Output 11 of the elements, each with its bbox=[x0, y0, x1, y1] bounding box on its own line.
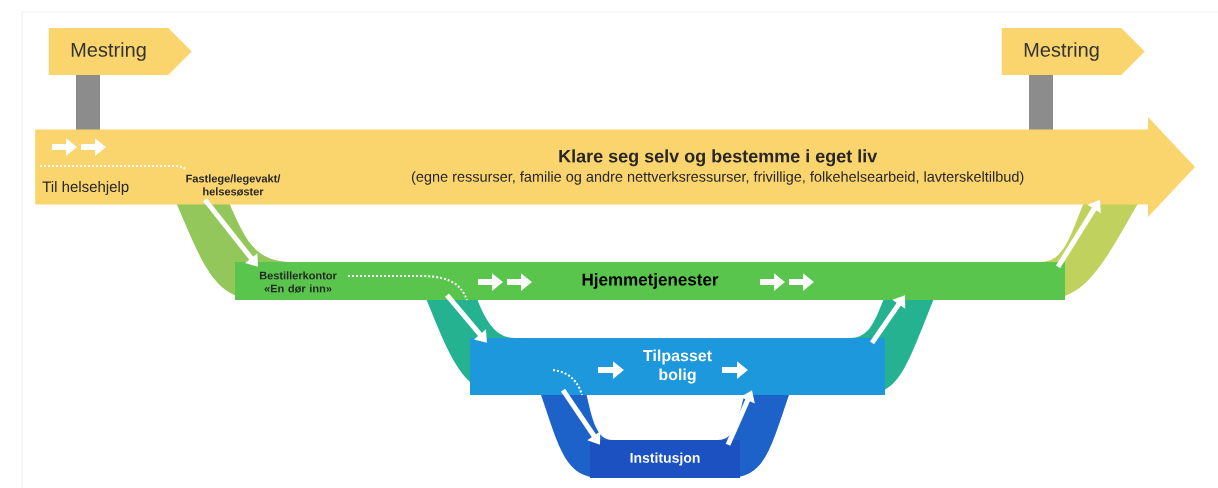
label-text: Bestillerkontor «En dør inn» bbox=[259, 271, 337, 293]
flow-band: Tilpasset bolig bbox=[470, 338, 885, 395]
arrow bbox=[203, 198, 258, 267]
arrow bbox=[869, 295, 906, 345]
arrow bbox=[560, 388, 601, 445]
label-text: Til helsehjelp bbox=[42, 181, 129, 195]
signpost: Mestring bbox=[48, 28, 192, 130]
flow-band: Institusjon bbox=[590, 440, 740, 478]
label-text: Fastlege/legevakt/ helsesøster bbox=[186, 174, 281, 196]
arrow bbox=[445, 293, 487, 343]
signpost: Mestring bbox=[1001, 28, 1145, 130]
